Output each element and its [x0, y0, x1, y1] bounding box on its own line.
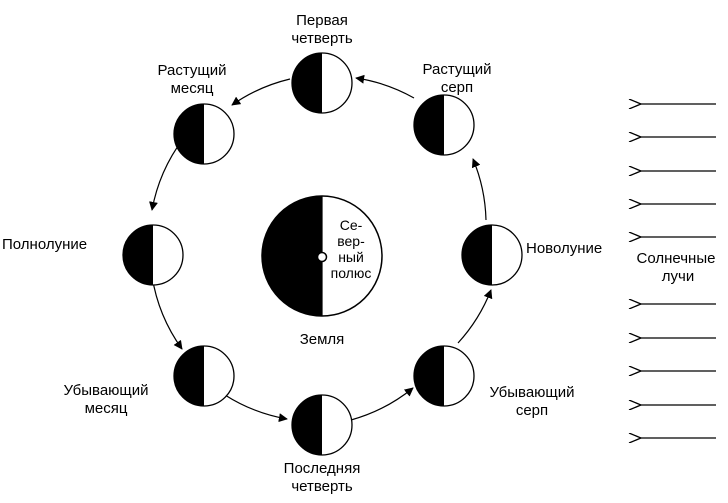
earth: [261, 195, 383, 317]
moon-new: [461, 224, 523, 286]
moon-full: [122, 224, 184, 286]
label-last-quarter: Последняя четверть: [283, 460, 361, 495]
orbit-arc-waxing-crescent-to-first-quarter: [355, 74, 415, 99]
orbit-arc-full-moon-to-waning-gibbous: [151, 275, 183, 350]
orbit-arc-waning-crescent-to-new-moon: [457, 289, 493, 344]
orbit-arc-first-quarter-to-waxing-gibbous: [231, 78, 291, 106]
moon-first-quarter: [291, 52, 353, 114]
label-earth: Земля: [299, 331, 345, 348]
label-waxing-gibbous: Растущий месяц: [157, 62, 227, 97]
orbit-arc-last-quarter-to-waning-crescent: [350, 387, 414, 421]
orbit-arc-waning-gibbous-to-last-quarter: [224, 394, 288, 423]
label-waxing-crescent: Растущий серп: [422, 61, 492, 96]
label-full-moon: Полнолуние: [2, 236, 88, 253]
moon-last-quarter: [291, 394, 353, 456]
moon-waxing-crescent: [413, 94, 475, 156]
moon-waning-gibbous: [173, 345, 235, 407]
label-first-quarter: Первая четверть: [291, 12, 353, 47]
north-pole-dot: [316, 251, 328, 263]
orbit-arc-new-moon-to-waxing-crescent: [471, 158, 487, 221]
label-sun-rays: Солнечные лучи: [628, 250, 724, 286]
label-waning-crescent: Убывающий серп: [489, 384, 575, 419]
sun-rays: [640, 104, 716, 438]
label-north-pole: Се- вер- ный полюс: [330, 217, 372, 281]
label-new-moon: Новолуние: [526, 240, 603, 257]
label-waning-gibbous: Убывающий месяц: [63, 382, 149, 417]
moon-waxing-gibbous: [173, 103, 235, 165]
moon-waning-crescent: [413, 345, 475, 407]
